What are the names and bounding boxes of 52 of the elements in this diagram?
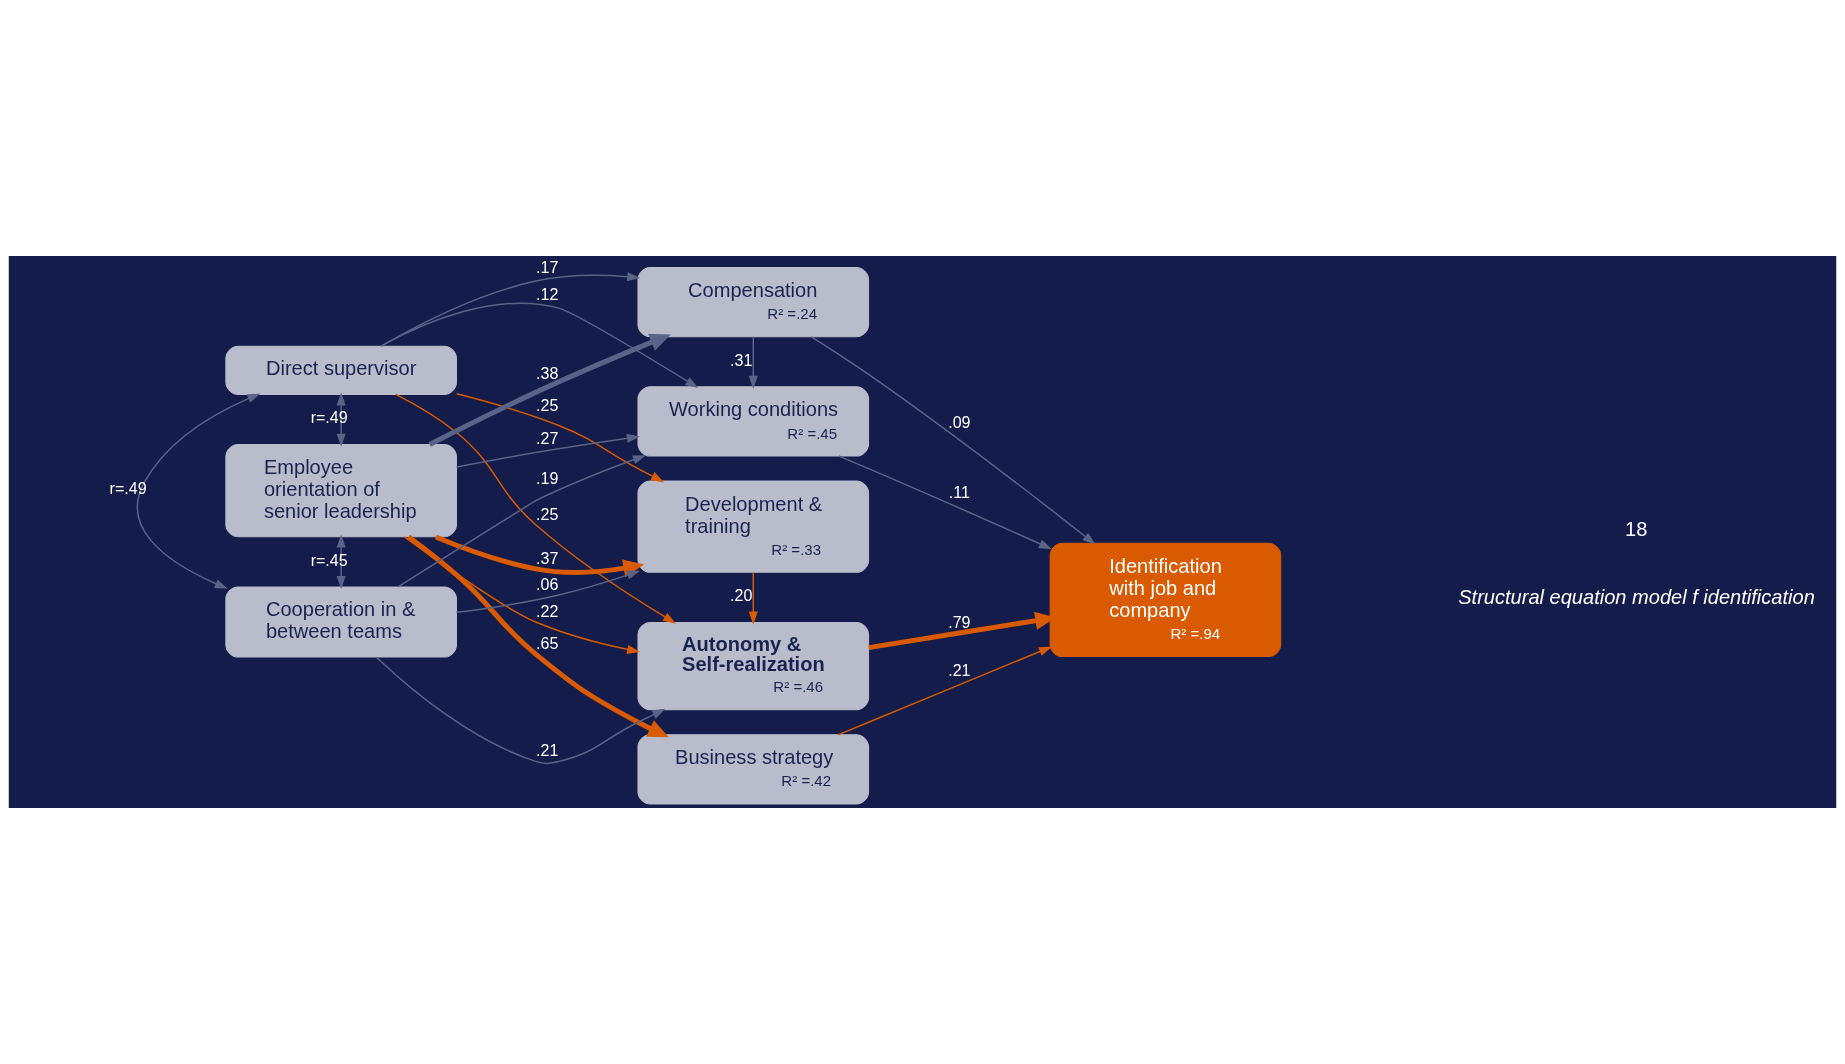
arrow [406, 534, 669, 738]
node-box: Compensation R² =.24 [637, 267, 870, 338]
edge-label: .19 [536, 469, 559, 488]
arrow [336, 534, 346, 590]
edge-label: .38 [536, 364, 559, 383]
arrow [455, 433, 640, 468]
edge-label: .17 [536, 257, 559, 276]
edge-label: .22 [536, 601, 559, 620]
arrow [380, 272, 641, 347]
edge-label: .25 [536, 504, 559, 523]
node-box: Development & training R² =.33 [637, 480, 870, 573]
arrow [455, 393, 664, 483]
node-box: Employee orientation of senior leadership [225, 444, 457, 538]
arrow [395, 393, 677, 624]
edge-label: r=.49 [310, 408, 348, 427]
edge-label: .25 [536, 396, 559, 415]
node-box: Autonomy & Self-realization R² =.46 [637, 622, 870, 711]
edge-label: .79 [948, 612, 971, 631]
arrow [837, 646, 1053, 736]
arrow [748, 571, 758, 625]
arrow [810, 336, 1096, 545]
edge-label: .21 [536, 741, 559, 760]
edge-label: r=.49 [109, 479, 147, 498]
arrow [838, 455, 1052, 550]
label: Structural equation model f identification [1458, 585, 1815, 608]
arrow [455, 570, 640, 614]
node-box: Cooperation in & between teams [225, 586, 457, 658]
edge-label: .09 [948, 413, 971, 432]
edge-label: .37 [536, 548, 559, 567]
node-box: Working conditions R² =.45 [637, 386, 870, 457]
arrow [397, 455, 646, 588]
edge-label: .06 [536, 574, 559, 593]
edge-label: r=.45 [310, 550, 348, 569]
node-box: Identification with job and company R² =.94 [1049, 542, 1282, 658]
arrow [380, 302, 699, 388]
edge-label: .20 [730, 586, 753, 605]
arrow [748, 336, 758, 389]
node-box: Direct supervisor [225, 345, 457, 395]
arrow [428, 333, 671, 447]
arrow [136, 393, 261, 589]
edge-label: .12 [536, 284, 559, 303]
edge-label: .27 [536, 429, 559, 448]
arrow [375, 656, 666, 765]
arrow [403, 536, 641, 654]
edge-label: .65 [536, 633, 559, 652]
edge-label: .11 [948, 483, 970, 502]
arrow [336, 392, 346, 447]
node-box: Business strategy R² =.42 [637, 734, 870, 805]
edge-label: .21 [948, 660, 971, 679]
arrow [434, 534, 645, 578]
label: 18 [1625, 517, 1648, 540]
edge-label: .31 [730, 350, 753, 369]
